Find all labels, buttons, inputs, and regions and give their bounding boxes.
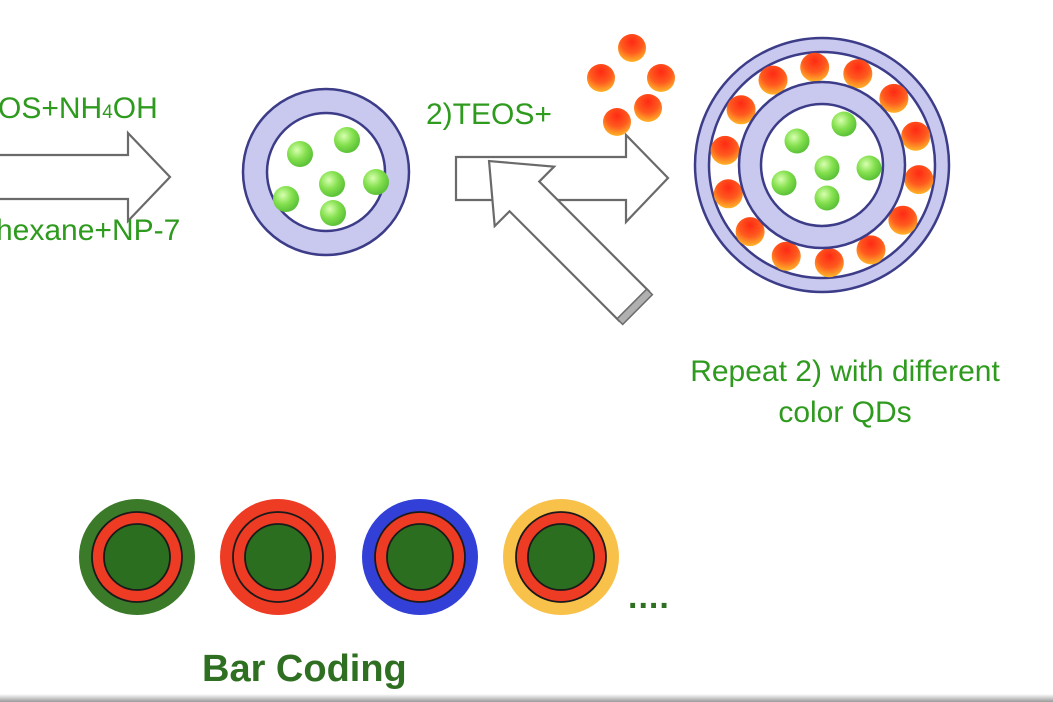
red-qd	[879, 83, 909, 113]
green-qd	[287, 141, 313, 167]
barcode-core	[244, 523, 312, 591]
barcode-particle	[503, 499, 619, 615]
arrow-step1	[0, 130, 172, 224]
arrow-repeat	[487, 159, 654, 326]
step1-top-label: OS+NH4OH	[0, 92, 158, 125]
free-red-qds	[587, 34, 675, 136]
red-qd	[618, 34, 646, 62]
barcode-particle	[220, 499, 336, 615]
repeat-note: Repeat 2) with different color QDs	[640, 352, 1050, 433]
barcode-core	[103, 523, 171, 591]
green-qd	[320, 200, 346, 226]
barcode-core	[527, 523, 595, 591]
red-qd	[771, 241, 801, 271]
red-qd	[888, 205, 918, 235]
ellipsis: ....	[628, 578, 670, 616]
arrow-step2	[454, 132, 670, 225]
red-qd	[603, 108, 631, 136]
green-qd	[771, 170, 797, 196]
red-qd-ring	[710, 52, 934, 278]
barcode-particle	[362, 499, 478, 615]
red-qd	[735, 217, 765, 247]
barcode-particles	[79, 499, 619, 615]
repeat-note-line-2: color QDs	[778, 395, 912, 429]
red-qd	[901, 121, 931, 151]
green-qd	[273, 186, 299, 212]
red-qd	[904, 165, 934, 195]
red-qd	[647, 64, 675, 92]
green-qd	[831, 111, 857, 137]
bottom-rule	[0, 694, 1053, 702]
red-qd	[800, 52, 830, 82]
green-qd	[334, 127, 360, 153]
step2-label: 2)TEOS+	[426, 98, 552, 131]
red-qd	[587, 64, 615, 92]
red-qd	[843, 59, 873, 89]
particle-silica-green-qds	[241, 87, 411, 257]
green-qd	[856, 155, 882, 181]
step1-bottom-label: hexane+NP-7	[0, 214, 181, 247]
barcode-core	[386, 523, 454, 591]
red-qd	[758, 65, 788, 95]
red-qd	[814, 248, 844, 278]
red-qd	[634, 94, 662, 122]
green-qd	[319, 171, 345, 197]
green-qd-cluster	[273, 127, 389, 226]
green-qd	[814, 155, 840, 181]
repeat-note-line-1: Repeat 2) with different	[690, 355, 1000, 388]
red-qd	[726, 95, 756, 125]
red-qd	[856, 235, 886, 265]
red-qd	[710, 135, 740, 165]
green-qd	[814, 185, 840, 211]
green-qd	[363, 169, 389, 195]
bar-coding-title: Bar Coding	[202, 648, 407, 690]
particle-multilayer	[693, 36, 951, 294]
green-qd-cluster	[771, 111, 882, 211]
green-qd	[784, 128, 810, 154]
red-qd	[713, 179, 743, 209]
barcode-particle	[79, 499, 195, 615]
